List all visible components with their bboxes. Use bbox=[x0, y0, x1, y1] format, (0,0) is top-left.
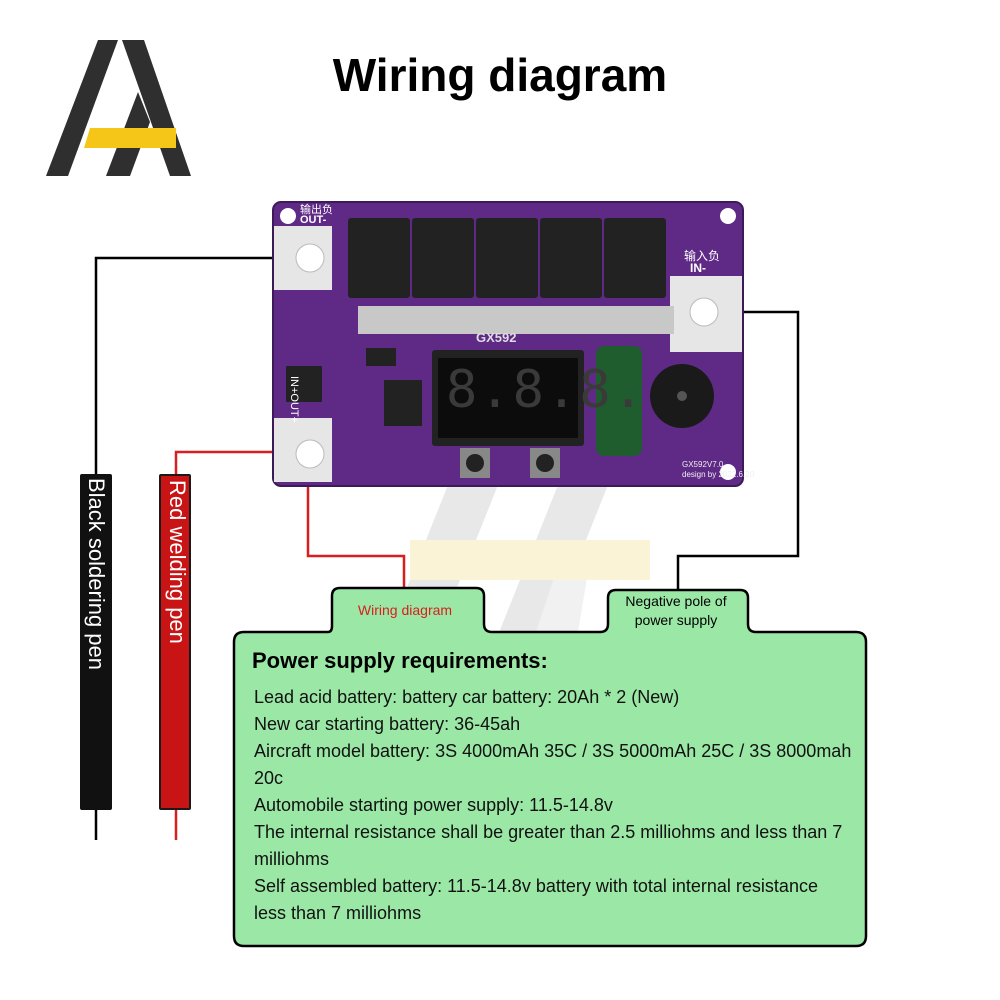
board-model-label: GX592 bbox=[476, 330, 517, 345]
red-wire-to-tab bbox=[306, 452, 406, 590]
red-pen-label: Red welding pen bbox=[165, 480, 190, 644]
page-title: Wiring diagram bbox=[332, 49, 668, 101]
board-in-neg-cn-label: 输入负 bbox=[684, 249, 721, 263]
board-in-neg-label: IN- bbox=[690, 261, 706, 275]
black-wire-negative bbox=[676, 310, 800, 590]
black-wire-output bbox=[94, 256, 310, 478]
board-design-date-label: design by 2022.6.20 bbox=[682, 470, 755, 479]
negative-pole-tab-label: Negative pole of power supply bbox=[625, 593, 727, 628]
list-item: New car starting battery: 36-45ah bbox=[254, 714, 521, 734]
board-display-digits: 8.8.8. bbox=[446, 360, 646, 420]
requirements-title: Power supply requirements: bbox=[252, 648, 548, 673]
spot-welder-board bbox=[272, 201, 744, 487]
black-soldering-pen: Black soldering pen bbox=[80, 474, 112, 810]
black-pen-label: Black soldering pen bbox=[84, 478, 109, 671]
board-out-neg-label: OUT- bbox=[300, 214, 327, 226]
list-item: Self assembled battery: 11.5-14.8v batte… bbox=[254, 876, 818, 923]
board-version-label: GX592V7.0 bbox=[682, 460, 724, 469]
requirements-list: Lead acid battery: battery car battery: … bbox=[254, 684, 854, 927]
requirements-panel bbox=[232, 586, 868, 948]
red-welding-pen: Red welding pen bbox=[159, 474, 191, 810]
board-in-out-pos-label: IN+OUT+ bbox=[288, 376, 300, 424]
list-item: Aircraft model battery: 3S 4000mAh 35C /… bbox=[254, 741, 852, 788]
list-item: Automobile starting power supply: 11.5-1… bbox=[254, 795, 613, 815]
board-out-neg-cn-label: 输出负 bbox=[300, 204, 333, 216]
brand-logo bbox=[46, 40, 191, 176]
wiring-diagram-tab-label: Wiring diagram bbox=[357, 602, 453, 618]
list-item: The internal resistance shall be greater… bbox=[254, 822, 843, 869]
list-item: Lead acid battery: battery car battery: … bbox=[254, 687, 680, 707]
